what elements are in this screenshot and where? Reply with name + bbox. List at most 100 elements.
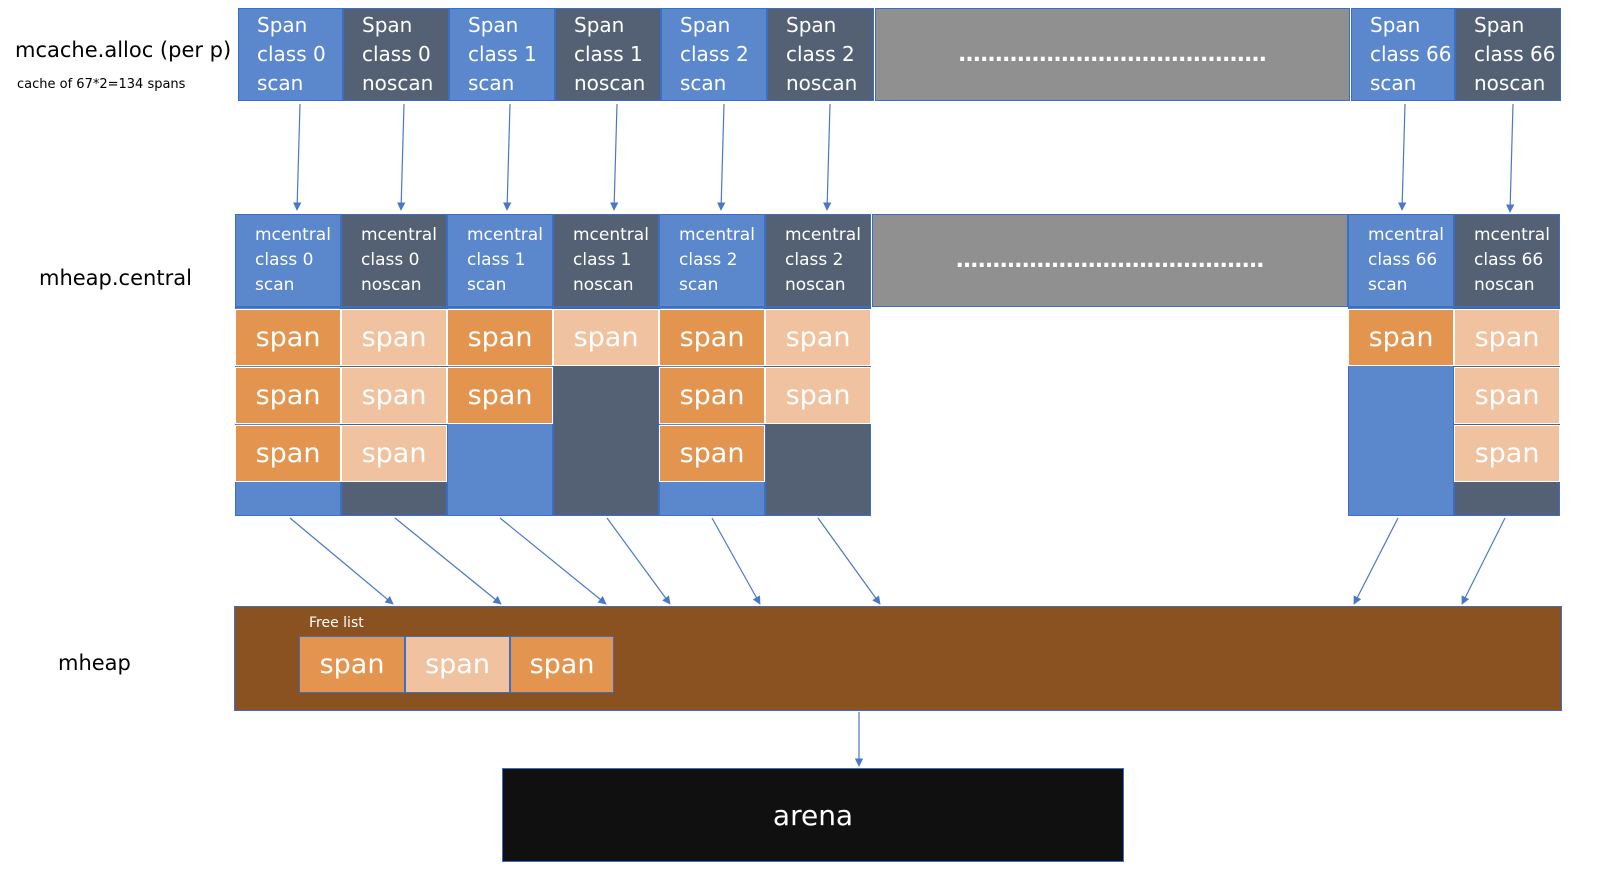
mcache-to-central-arrow — [610, 103, 619, 211]
mcache-ellipsis-block: …………………………………… — [875, 8, 1350, 101]
mcache-cell-line: class 0 — [257, 42, 326, 66]
mcache-cell-line: scan — [680, 71, 727, 95]
central-span: span — [235, 309, 341, 366]
mcache-cell-line: class 66 — [1474, 42, 1556, 66]
central-to-mheap-arrow — [1461, 517, 1506, 605]
central-cell-line: noscan — [573, 275, 634, 295]
central-cell-line: mcentral — [1474, 225, 1550, 245]
central-cell-line: class 66 — [1474, 250, 1544, 270]
central-span: span — [341, 367, 447, 424]
central-span: span — [1454, 425, 1560, 482]
mcache-to-central-arrow — [397, 103, 406, 211]
central-cell-line: noscan — [1474, 275, 1535, 295]
central-span: span — [1348, 309, 1454, 366]
central-span: span — [659, 425, 765, 482]
mcache-cell-line: scan — [1370, 71, 1417, 95]
mcache-cell-line: class 2 — [680, 42, 749, 66]
central-cell-line: mcentral — [1368, 225, 1444, 245]
central-span: span — [659, 367, 765, 424]
central-ellipsis-block: …………………………………… — [872, 214, 1348, 307]
mcache-cell-text: Span class 2 scan — [662, 9, 766, 100]
mcache-cell-4: Span class 2 scan — [661, 8, 767, 101]
central-span: span — [235, 367, 341, 424]
central-cell-text: mcentral class 2 scan — [660, 215, 764, 306]
central-cell-text: mcentral class 0 noscan — [342, 215, 446, 306]
central-span: span — [765, 309, 871, 366]
mcache-subtitle: cache of 67*2=134 spans — [17, 77, 186, 92]
central-cell-line: scan — [467, 275, 507, 295]
free-list-span: span — [510, 636, 614, 693]
mcache-cell-line: class 66 — [1370, 42, 1452, 66]
mcache-cell-line: Span — [1474, 13, 1525, 37]
central-cell-4: mcentral class 2 scan — [659, 214, 765, 307]
mcache-cell-line: Span — [786, 13, 837, 37]
central-cell-line: class 1 — [467, 250, 526, 270]
central-cell-line: mcentral — [361, 225, 437, 245]
central-cell-1: mcentral class 0 noscan — [341, 214, 447, 307]
central-cell-line: class 0 — [361, 250, 420, 270]
central-span: span — [341, 425, 447, 482]
central-cell-line: class 2 — [785, 250, 844, 270]
central-cell-2: mcentral class 1 scan — [447, 214, 553, 307]
mcache-to-central-arrow — [1398, 103, 1407, 211]
free-list-span: span — [405, 636, 510, 693]
central-span: span — [1454, 367, 1560, 424]
central-cell-line: scan — [679, 275, 719, 295]
mcache-cell-text: Span class 1 scan — [450, 9, 554, 100]
central-cell-5: mcentral class 2 noscan — [765, 214, 871, 307]
arena-block: arena — [502, 768, 1124, 862]
mcache-cell-line: Span — [468, 13, 519, 37]
central-span: span — [447, 367, 553, 424]
central-cell-text: mcentral class 2 noscan — [766, 215, 870, 306]
central-cell-line: class 2 — [679, 250, 738, 270]
mcache-to-central-arrow — [293, 103, 302, 211]
central-span: span — [553, 309, 659, 366]
mcache-cell-line: Span — [257, 13, 308, 37]
mcache-cell-line: noscan — [362, 71, 434, 95]
central-cell-line: mcentral — [467, 225, 543, 245]
central-to-mheap-arrow — [394, 517, 502, 605]
mcache-to-central-arrow — [717, 103, 726, 211]
mcache-cell-line: class 0 — [362, 42, 431, 66]
mcache-cell-2: Span class 1 scan — [449, 8, 555, 101]
mcache-cell-line: Span — [680, 13, 731, 37]
central-span: span — [765, 367, 871, 424]
central-title: mheap.central — [39, 266, 192, 290]
mcache-cell-line: scan — [468, 71, 515, 95]
central-span: span — [447, 309, 553, 366]
mcache-cell-line: class 1 — [468, 42, 537, 66]
central-span: span — [659, 309, 765, 366]
central-cell-7: mcentral class 66 noscan — [1454, 214, 1560, 307]
mcache-cell-line: class 2 — [786, 42, 855, 66]
central-cell-line: mcentral — [785, 225, 861, 245]
central-to-mheap-arrow — [289, 517, 394, 605]
free-list-label: Free list — [309, 615, 364, 631]
mcache-to-central-arrow — [1506, 103, 1515, 213]
central-to-mheap-arrow — [499, 517, 607, 605]
mcache-cell-line: class 1 — [574, 42, 643, 66]
central-to-mheap-arrow — [606, 517, 671, 605]
central-cell-line: noscan — [785, 275, 846, 295]
mcache-title: mcache.alloc (per p) — [15, 38, 232, 62]
central-cell-line: mcentral — [255, 225, 331, 245]
central-cell-line: mcentral — [679, 225, 755, 245]
central-cell-line: noscan — [361, 275, 422, 295]
central-cell-text: mcentral class 66 noscan — [1455, 215, 1559, 306]
central-to-mheap-arrow — [817, 517, 881, 605]
